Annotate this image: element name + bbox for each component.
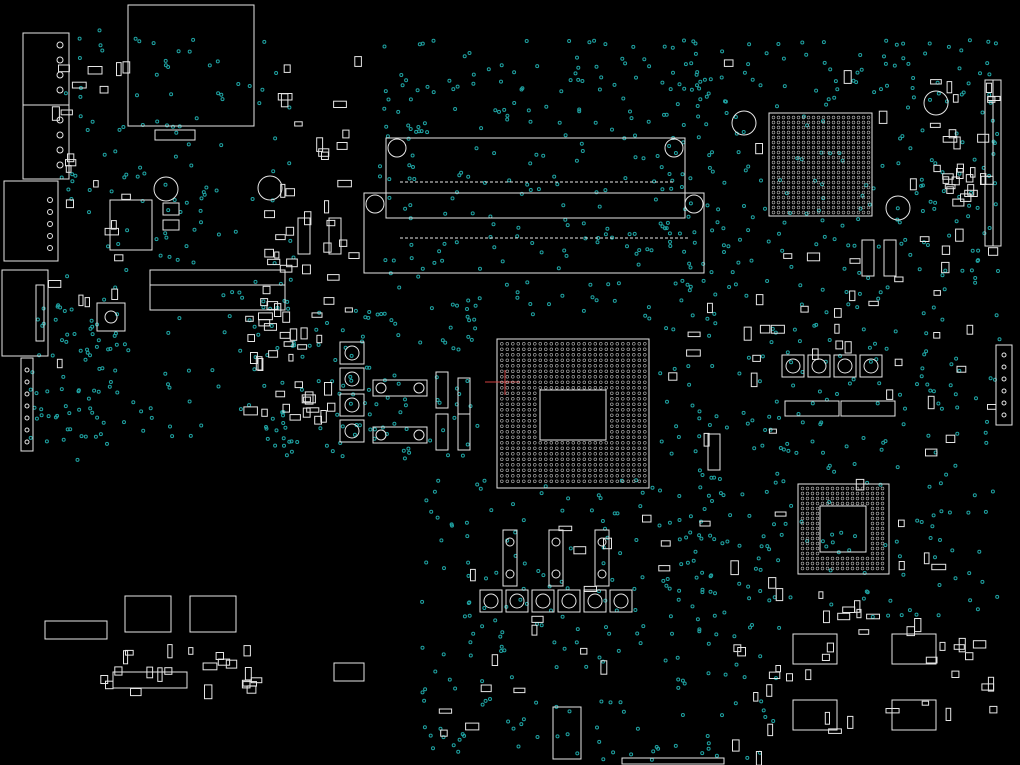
crystal-pad — [104, 310, 118, 324]
connector-bottom-mid[interactable] — [552, 706, 582, 760]
connector-right-top[interactable] — [984, 79, 1002, 247]
connector-usb-top-left[interactable] — [22, 32, 70, 180]
gpu-bga-footprint[interactable] — [797, 483, 890, 575]
connector-small[interactable] — [44, 620, 108, 640]
crystal[interactable] — [96, 302, 126, 332]
connector-vga-left[interactable] — [1, 269, 49, 357]
mount-hole — [885, 195, 911, 221]
inductor[interactable] — [124, 595, 172, 633]
dimm-slot-upper[interactable] — [385, 137, 686, 219]
memory-chip[interactable] — [792, 699, 838, 731]
connector-bottom-strip[interactable] — [621, 757, 725, 765]
connector-flat-bottom[interactable] — [112, 671, 188, 689]
ic-chip[interactable] — [162, 202, 180, 216]
mount-hole — [731, 110, 757, 136]
inductor[interactable] — [189, 595, 237, 633]
mount-hole — [257, 175, 283, 201]
cpu-ball-grid — [500, 342, 647, 483]
connector-rj45-left[interactable] — [3, 180, 59, 262]
memory-chip[interactable] — [792, 633, 838, 665]
mount-hole — [923, 90, 949, 116]
mount-hole — [153, 176, 179, 202]
memory-chip[interactable] — [891, 699, 937, 731]
pch-ball-grid — [771, 115, 871, 215]
connector-right-middle[interactable] — [995, 344, 1013, 426]
ic-chip[interactable] — [109, 199, 153, 251]
connector-edge-lower-left[interactable] — [20, 357, 34, 452]
pad-blocks-layer — [48, 56, 1001, 765]
connector-flat-long[interactable] — [149, 269, 286, 311]
component-outlines — [1, 4, 1013, 765]
ic-chip[interactable] — [333, 662, 365, 682]
dimm-slot-lower[interactable] — [363, 192, 705, 274]
gpu-ball-grid — [800, 486, 885, 571]
cpu-bga-footprint[interactable] — [485, 338, 650, 489]
ic-chip[interactable] — [162, 219, 180, 231]
pch-bga-footprint[interactable] — [768, 112, 873, 217]
power-stage-components — [297, 217, 897, 613]
wifi-module-footprint[interactable] — [127, 4, 255, 141]
